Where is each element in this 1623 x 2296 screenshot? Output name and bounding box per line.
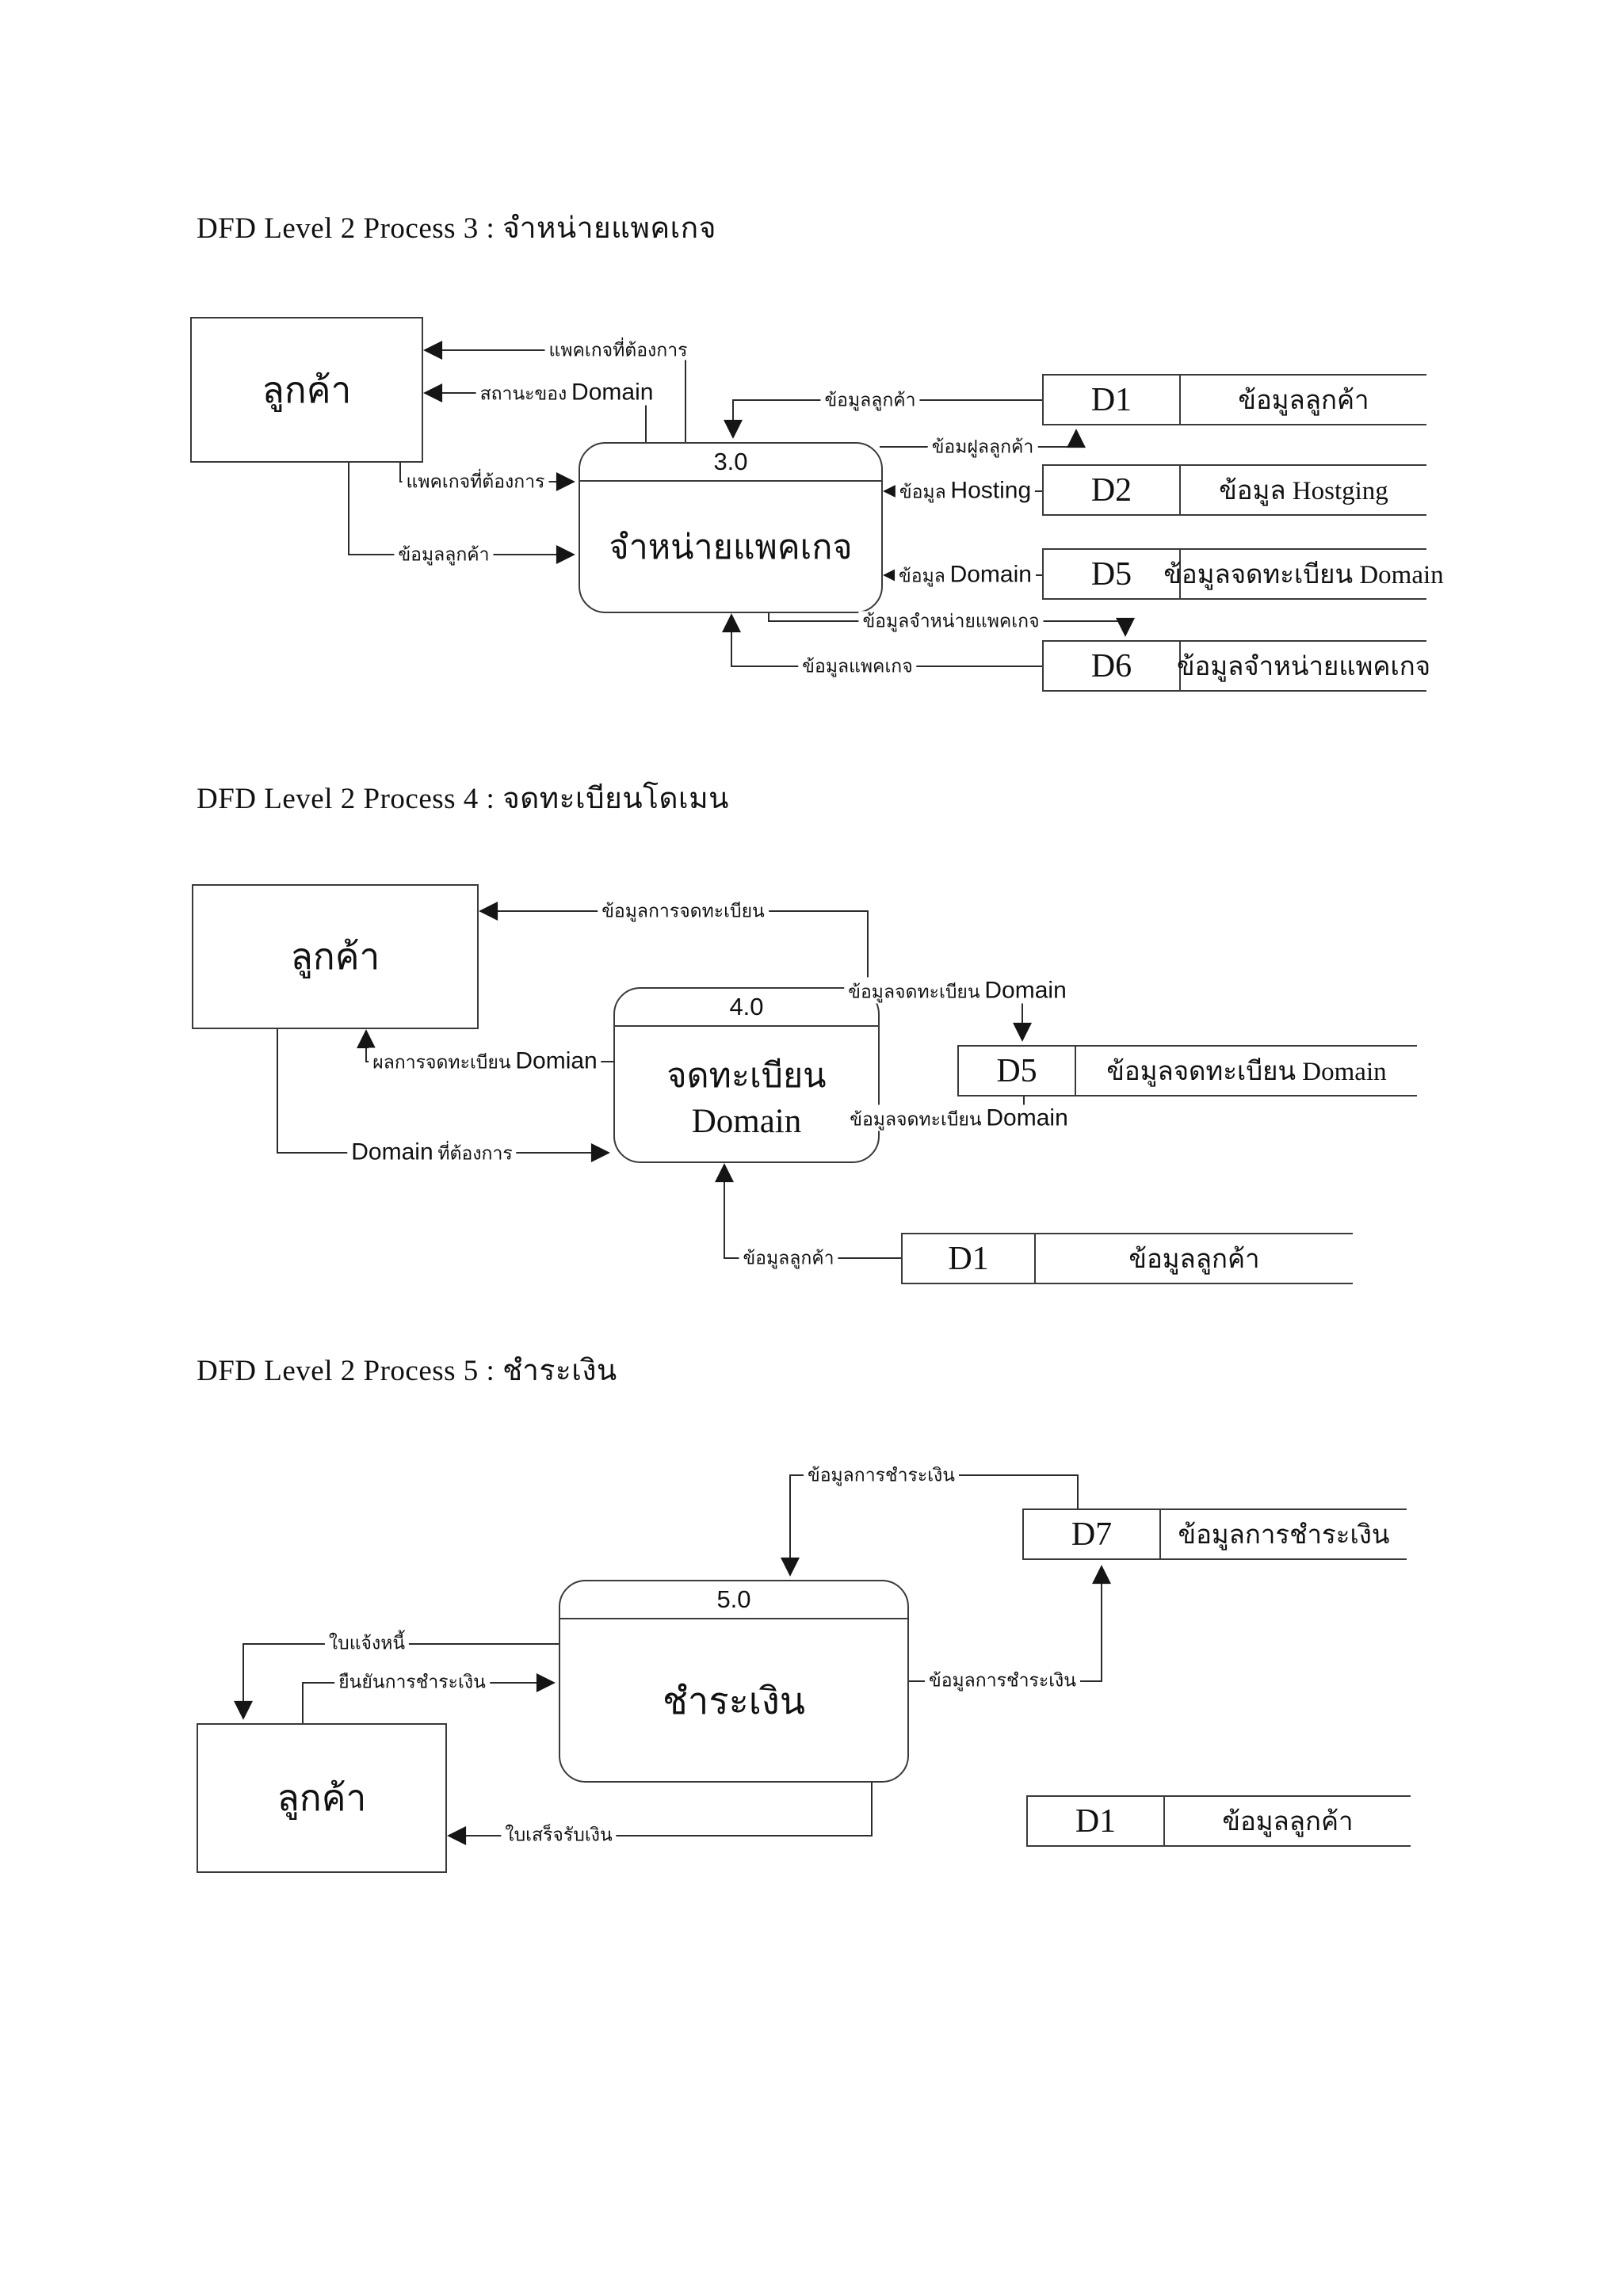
diagram1-store-d2: D2 ข้อมูล Hostging (1042, 464, 1426, 516)
entity-label: ลูกค้า (290, 936, 380, 977)
process-number: 4.0 (615, 989, 878, 1027)
store-name: ข้อมูลการชำระเงิน (1161, 1508, 1407, 1560)
diagram3-entity-customer: ลูกค้า (197, 1723, 447, 1873)
diagram3-title: DFD Level 2 Process 5 : ชำระเงิน (197, 1355, 617, 1387)
flow-label: ข้อมูลจดทะเบียน Domain (846, 1104, 1072, 1131)
flow-label: ใบแจ้งหนี้ (324, 1633, 410, 1653)
flow-label: ข้อมูลลูกค้า (820, 390, 920, 410)
store-name: ข้อมูลจดทะเบียน Domain (1163, 548, 1444, 600)
diagram3-store-d7: D7 ข้อมูลการชำระเงิน (1022, 1508, 1407, 1560)
diagram3-process-5.0: 5.0 ชำระเงิน (559, 1580, 909, 1783)
flow-label: ข้อมูลลูกค้า (739, 1248, 838, 1268)
flow-domain-wanted-to-process (277, 1026, 610, 1162)
diagram3-store-d1: D1 ข้อมูลลูกค้า (1026, 1795, 1411, 1847)
diagram2-title: DFD Level 2 Process 4 : จดทะเบียนโดเมน (197, 783, 729, 815)
store-id: D5 (957, 1045, 1076, 1097)
store-id: D7 (1022, 1508, 1161, 1560)
diagram2-entity-customer: ลูกค้า (192, 884, 479, 1029)
diagram1-store-d1: D1 ข้อมูลลูกค้า (1042, 374, 1426, 425)
flow-label: ข้อมูลจำหน่ายแพคเกจ (858, 611, 1044, 631)
process-name: จำหน่ายแพคเกจ (609, 529, 853, 566)
store-id: D1 (901, 1233, 1036, 1284)
flow-label: ข้อมูลการชำระเงิน (924, 1670, 1081, 1691)
diagram1-title: DFD Level 2 Process 3 : จำหน่ายแพคเกจ (197, 212, 716, 245)
flow-label: ข้อมฝูลลูกค้า (927, 437, 1038, 457)
flow-label: ใบเสร็จรับเงิน (501, 1825, 617, 1845)
store-name: ข้อมูลลูกค้า (1036, 1233, 1353, 1284)
store-name: ข้อมูลลูกค้า (1181, 374, 1426, 425)
store-id: D1 (1026, 1795, 1165, 1847)
store-name: ข้อมูลจดทะเบียน Domain (1076, 1045, 1417, 1097)
store-id: D2 (1042, 464, 1181, 516)
process-number: 3.0 (580, 444, 881, 482)
store-id: D1 (1042, 374, 1181, 425)
process-name: ชำระเงิน (663, 1680, 805, 1722)
flow-customer-data-d1-to-process4 (715, 1163, 901, 1259)
store-id: D5 (1042, 548, 1181, 600)
diagram1-store-d5: D5 ข้อมูลจดทะเบียน Domain (1042, 548, 1444, 600)
flow-label: ข้อมูลแพคเกจ (798, 656, 917, 677)
flow-label: ข้อมูลลูกค้า (394, 544, 494, 565)
diagram1-store-d6: D6 ข้อมูลจำหน่ายแพคเกจ (1042, 640, 1430, 692)
flow-payment-data-process-to-d7 (906, 1565, 1111, 1682)
diagram1-process-3.0: 3.0 จำหน่ายแพคเกจ (579, 442, 883, 613)
flow-label: สถานะของ Domain (475, 379, 658, 406)
store-name: ข้อมูล Hostging (1181, 464, 1426, 516)
diagram2-process-4.0: 4.0 จดทะเบียน Domain (613, 987, 880, 1163)
diagram2-store-d1: D1 ข้อมูลลูกค้า (901, 1233, 1353, 1284)
flow-label: แพคเกจที่ต้องการ (402, 471, 549, 492)
diagram1-entity-customer: ลูกค้า (190, 317, 423, 463)
flow-label: ข้อมูลจดทะเบียน Domain (844, 977, 1071, 1004)
flow-label: ข้อมูลการชำระเงิน (803, 1465, 960, 1486)
flow-label: ข้อมูล Hosting (895, 477, 1036, 504)
flow-label: ข้อมูล Domain (895, 561, 1036, 588)
entity-label: ลูกค้า (262, 369, 352, 410)
flow-registration-data-to-customer (479, 902, 869, 987)
flow-label: ผลการจดทะเบียน Domian (369, 1047, 601, 1074)
flow-label: ยืนยันการชำระเงิน (334, 1672, 490, 1692)
flow-label: แพคเกจที่ต้องการ (544, 340, 692, 360)
store-name: ข้อมูลจำหน่ายแพคเกจ (1177, 640, 1430, 692)
flow-label: Domain ที่ต้องการ (347, 1138, 517, 1165)
diagram2-store-d5: D5 ข้อมูลจดทะเบียน Domain (957, 1045, 1417, 1097)
store-name: ข้อมูลลูกค้า (1165, 1795, 1411, 1847)
entity-label: ลูกค้า (277, 1778, 367, 1818)
store-id: D6 (1042, 640, 1181, 692)
flow-label: ข้อมูลการจดทะเบียน (598, 901, 769, 921)
process-name: จดทะเบียน Domain (666, 1057, 827, 1140)
process-number: 5.0 (560, 1581, 907, 1619)
